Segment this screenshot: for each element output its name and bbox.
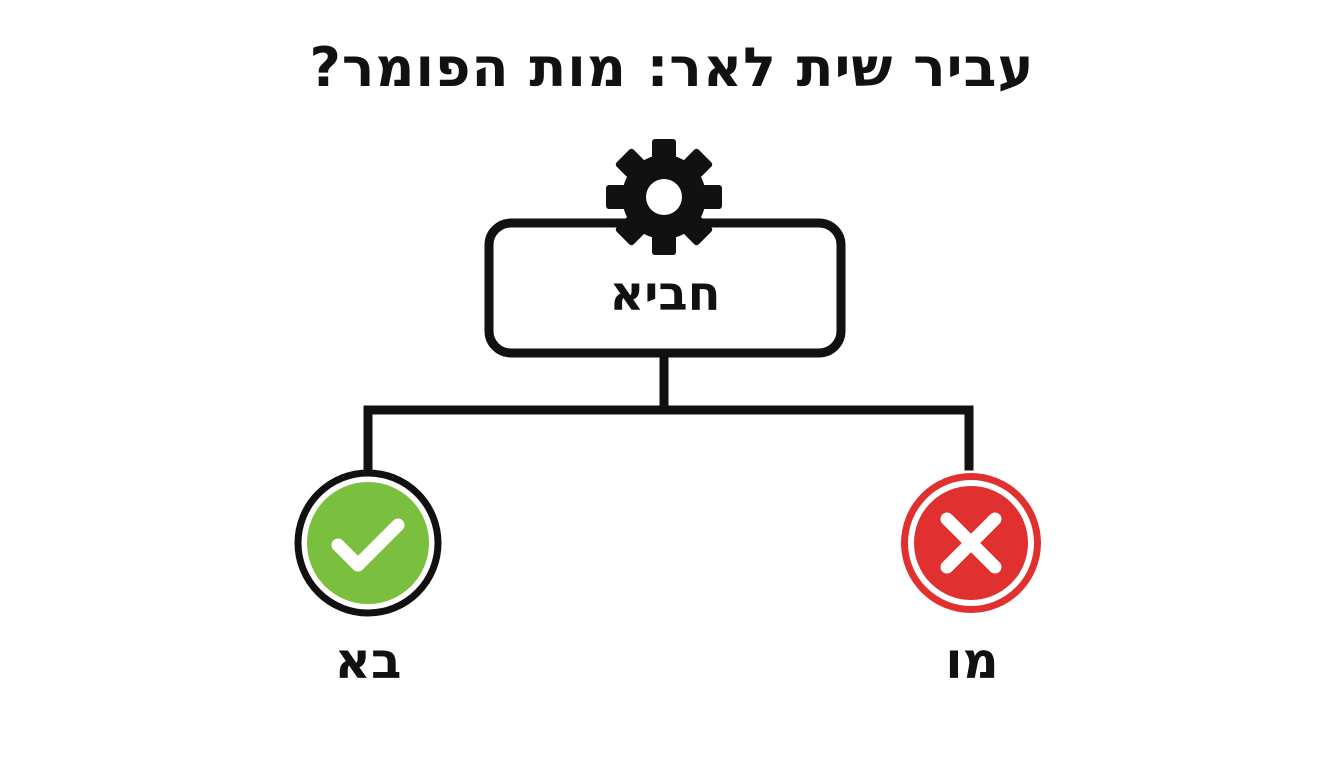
connectors: [363, 351, 974, 471]
x-icon: [901, 473, 1041, 613]
gear-icon: [598, 139, 730, 255]
decision-label: חביא: [609, 266, 721, 322]
no-outcome-label: מו: [945, 632, 999, 690]
check-icon: [294, 469, 442, 617]
yes-outcome-label: בא: [334, 632, 402, 690]
diagram-title: עביר שית לאר: מות הפומר?: [309, 36, 1035, 99]
